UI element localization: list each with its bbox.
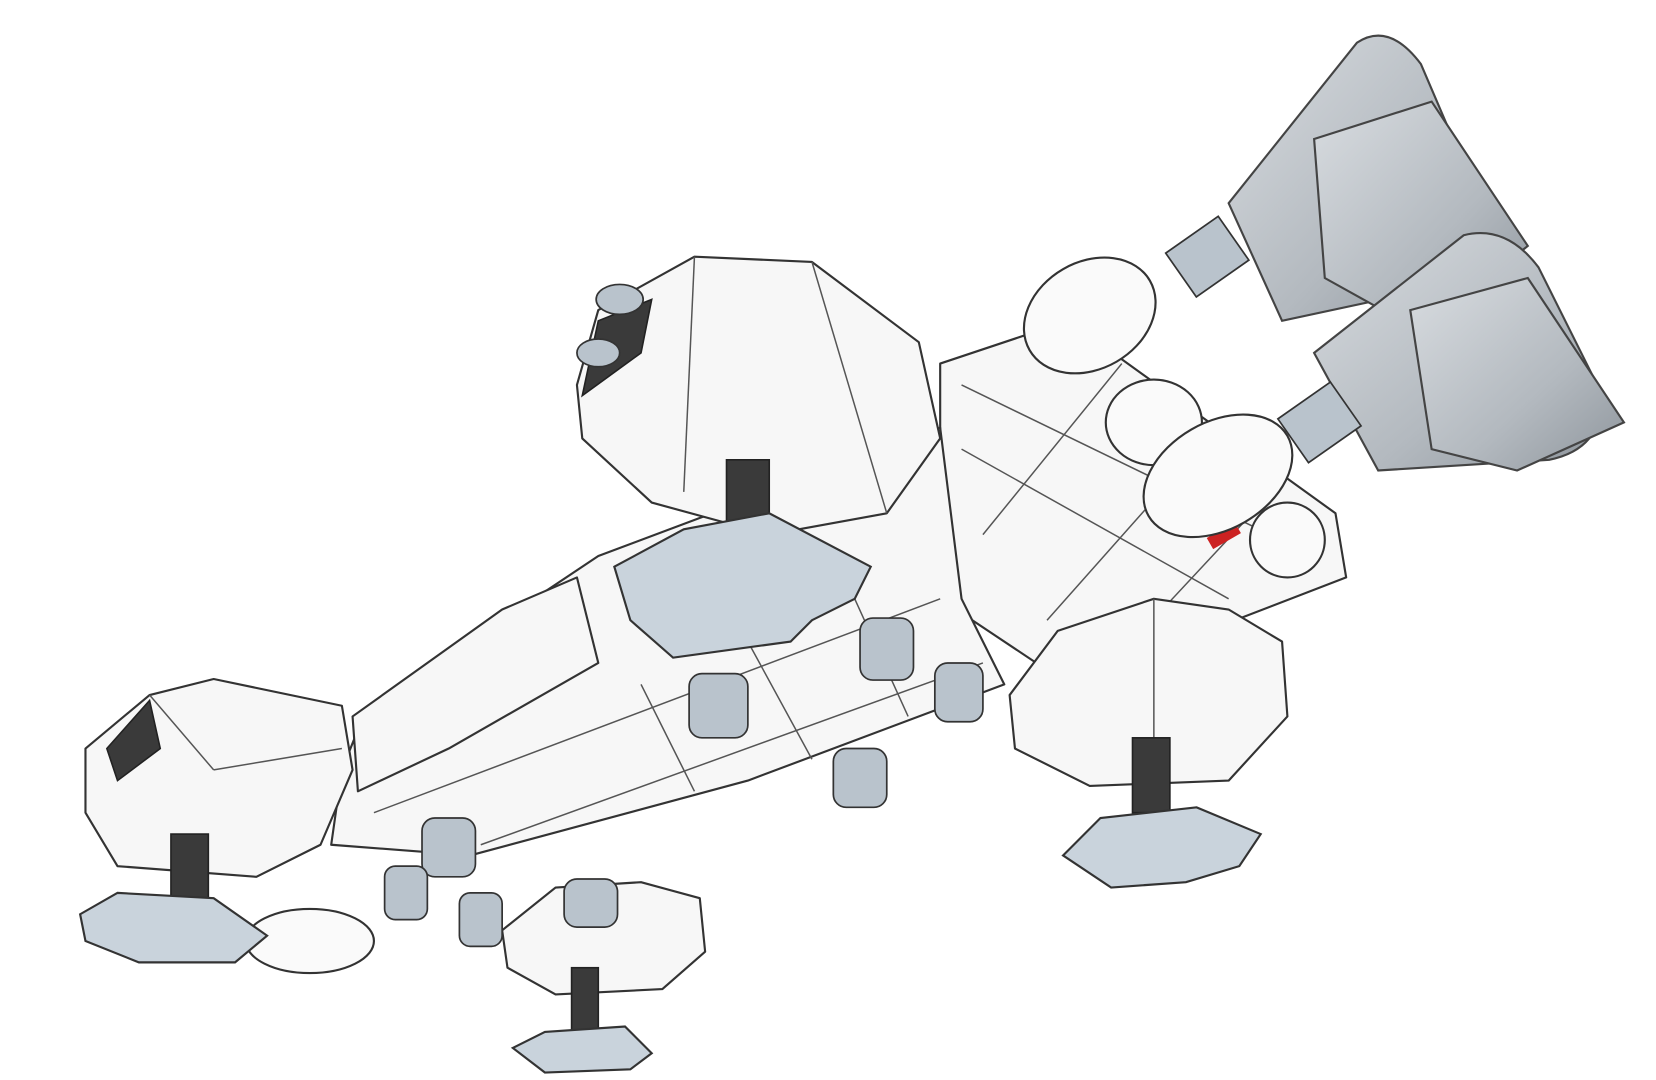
engine-mount <box>1276 380 1363 464</box>
rcs-thruster <box>576 338 621 368</box>
nose-dome <box>244 907 376 975</box>
thruster <box>563 878 619 928</box>
thruster <box>859 617 915 681</box>
engine-nozzle <box>1409 276 1626 472</box>
thruster <box>383 865 429 921</box>
engine-mount <box>1164 215 1251 299</box>
landing-leg <box>170 833 210 900</box>
thruster <box>832 747 888 809</box>
thruster <box>688 672 749 739</box>
fuel-tank <box>1022 256 1157 375</box>
landing-pod-right <box>1008 597 1289 788</box>
landing-pod-upper <box>575 255 942 536</box>
command-module <box>84 677 354 878</box>
landing-pad <box>1061 806 1263 889</box>
fuel-tanks <box>1022 256 1326 579</box>
belly-thrusters <box>383 617 984 948</box>
thruster <box>421 817 477 878</box>
fuel-tank <box>1142 413 1294 539</box>
thruster <box>458 892 503 948</box>
landing-leg <box>1131 737 1171 814</box>
hull-panel-lines <box>373 598 984 846</box>
landing-pad <box>510 1025 654 1074</box>
landing-pad <box>78 891 269 964</box>
passenger-module <box>351 576 600 793</box>
thruster <box>933 662 984 723</box>
landing-pad <box>613 512 873 659</box>
main-engines <box>1164 34 1626 472</box>
fuel-tank <box>1248 501 1326 579</box>
cockpit-window <box>105 698 162 782</box>
rcs-thruster <box>595 283 645 316</box>
landing-leg <box>570 966 600 1033</box>
